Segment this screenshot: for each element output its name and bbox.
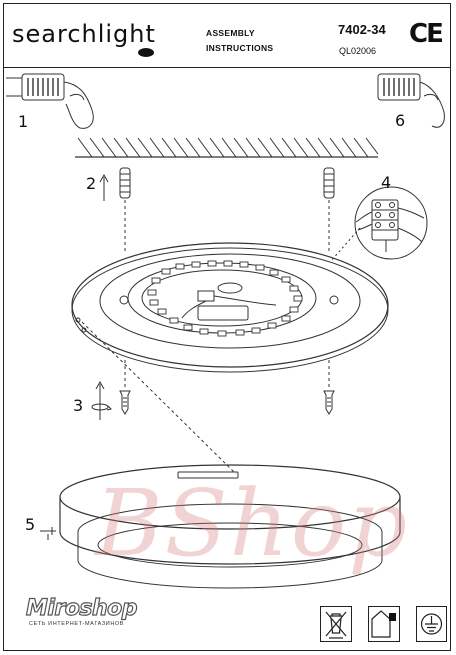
connector-detail-magnifier: [329, 186, 428, 263]
step-number-6: 6: [395, 111, 406, 130]
terminal-connect-illustration: [377, 73, 445, 128]
brand-logo: searchlight: [12, 20, 156, 48]
header: searchlight ASSEMBLY INSTRUCTIONS 7402-3…: [4, 4, 450, 68]
ceiling-surface: [75, 137, 379, 158]
weee-bin-icon: [320, 606, 352, 642]
wall-plug-left: [119, 167, 131, 252]
earth-ground-icon: [416, 606, 447, 642]
doc-title-line1: ASSEMBLY: [206, 28, 255, 38]
indoor-use-icon: [368, 606, 400, 642]
terminal-disconnect-illustration: [6, 73, 94, 129]
screw-left: [119, 360, 131, 415]
miroshop-logo: Miroshop: [25, 595, 138, 621]
miroshop-tagline: СЕТЬ ИНТЕРНЕТ-МАГАЗИНОВ: [29, 621, 125, 627]
step-number-3: 3: [73, 396, 84, 415]
step-number-4: 4: [381, 173, 392, 192]
instruction-sheet: searchlight ASSEMBLY INSTRUCTIONS 7402-3…: [3, 3, 451, 651]
alignment-guide: [81, 321, 237, 475]
step-number-1: 1: [18, 112, 29, 131]
rotate-arrow-icon: [91, 380, 112, 420]
lamp-diffuser: [59, 464, 401, 589]
watermark-overlay: BShop: [95, 470, 410, 577]
ce-mark: CE: [409, 19, 444, 49]
brand-logo-dot: [138, 48, 154, 57]
screw-right: [323, 360, 335, 415]
model-number: 7402-34: [338, 22, 386, 37]
step-number-2: 2: [86, 174, 97, 193]
mounting-plate: [71, 242, 389, 373]
arrow-up-icon: [99, 173, 109, 201]
wall-plug-right: [323, 167, 335, 252]
document-code: QL02006: [339, 46, 377, 56]
doc-title-line2: INSTRUCTIONS: [206, 43, 274, 53]
side-screw-icon: [40, 527, 56, 540]
step-number-5: 5: [25, 515, 36, 534]
